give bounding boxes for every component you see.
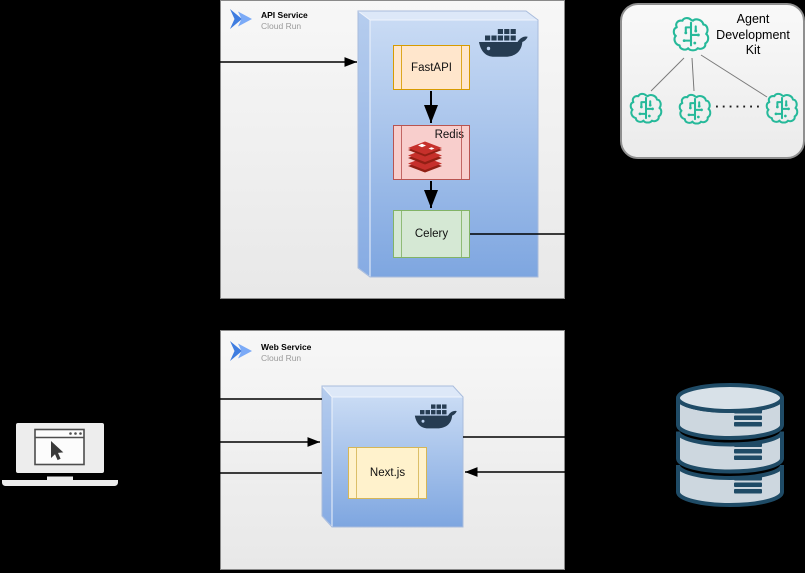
redis-label: Redis <box>434 129 464 141</box>
adk-title: Agent Development Kit <box>703 12 803 59</box>
cursor-icon <box>51 441 64 461</box>
database-cylinder-icon <box>676 383 784 507</box>
nextjs-node: Next.js <box>348 447 427 499</box>
redis-node: Redis <box>393 125 470 180</box>
fastapi-node: FastAPI <box>393 45 470 90</box>
api-service-subtitle: Cloud Run <box>261 21 302 31</box>
ai-brain-circuit-icon <box>672 17 710 52</box>
ai-brain-circuit-icon <box>765 92 799 124</box>
browser-window <box>34 428 85 466</box>
ai-brain-circuit-icon <box>629 92 663 124</box>
fastapi-label: FastAPI <box>411 61 452 74</box>
adk-title-line3: Kit <box>745 43 761 57</box>
cloud-run-icon <box>230 341 252 361</box>
web-service-subtitle: Cloud Run <box>261 353 302 363</box>
laptop-base <box>2 476 118 486</box>
nextjs-label: Next.js <box>369 467 406 479</box>
celery-label: Celery <box>414 228 449 240</box>
redis-stack-icon <box>408 141 442 173</box>
cloud-run-icon <box>230 9 252 29</box>
adk-title-line1: Agent <box>736 12 770 26</box>
adk-title-line2: Development <box>716 27 790 42</box>
docker-whale-icon <box>479 29 528 57</box>
api-service-title: API Service <box>261 10 308 20</box>
docker-whale-icon <box>414 404 457 429</box>
laptop-browser-icon <box>2 423 118 486</box>
web-service-title: Web Service <box>261 342 312 352</box>
adk-ellipsis-dots: ······· <box>715 99 763 114</box>
ai-brain-circuit-icon <box>678 93 712 125</box>
celery-node: Celery <box>393 210 470 258</box>
